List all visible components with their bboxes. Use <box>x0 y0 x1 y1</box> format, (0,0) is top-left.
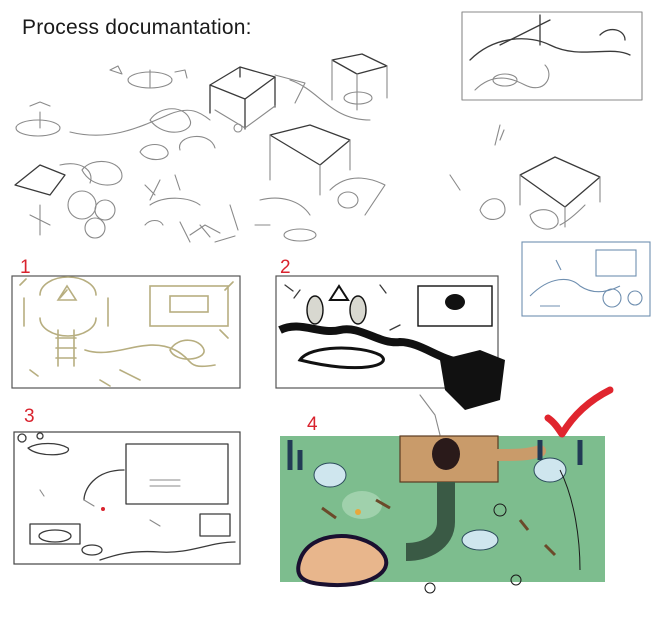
panel-4-final-render <box>280 435 605 594</box>
concept-sketches <box>14 11 643 243</box>
panel-4-number: 4 <box>307 414 318 435</box>
panel-1-sketch <box>11 275 241 389</box>
panel-2-sketch <box>275 275 505 436</box>
panel-3-number: 3 <box>24 406 35 427</box>
red-checkmark-icon <box>544 386 614 438</box>
panel-1-number: 1 <box>20 257 31 278</box>
panel-3-sketch <box>13 431 241 565</box>
page-title: Process documantation: <box>22 16 252 39</box>
blue-reference-sketch <box>521 241 651 317</box>
panel-2-number: 2 <box>280 257 291 278</box>
